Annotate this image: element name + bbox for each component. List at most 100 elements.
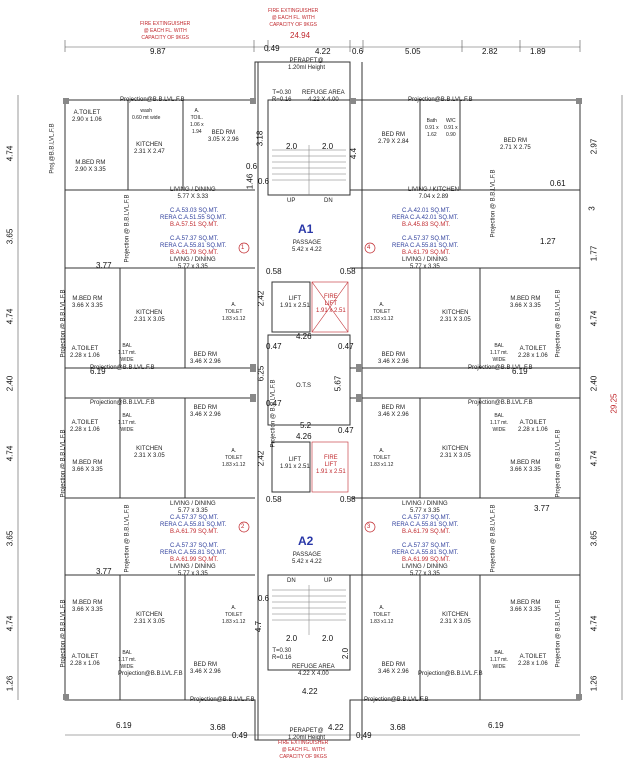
unit4-carpet-area: C.A.42.01 SQ.MT. — [402, 208, 451, 214]
room-balcony-4: BAL 1.17 mt. WIDE — [490, 413, 509, 433]
right-dim-9: 1.26 — [589, 675, 599, 692]
dim-0-61: 0.61 — [550, 179, 566, 188]
room-balcony-3: BAL 1.17 mt. WIDE — [118, 413, 137, 433]
bottom-dim-3: 0.49 — [232, 731, 248, 740]
room-bed-top-right: BED RM 2.79 X 2.84 — [378, 132, 409, 145]
overall-width: 24.94 — [290, 31, 311, 40]
unit-a2-1-rera-area: RERA C.A.55.81 SQ.MT. — [160, 522, 227, 528]
ots-label: O.T.S — [296, 383, 312, 389]
room-a-toilet-1: A.TOILET 2.28 x 1.06 — [70, 346, 100, 359]
dim-0-47b: 0.47 — [338, 342, 354, 351]
right-dim-1: 2.97 — [589, 138, 599, 155]
room-a-toilet-6: A.TOILET 2.28 x 1.06 — [518, 654, 548, 667]
bottom-dim-6: 3.68 — [390, 723, 406, 732]
overall-height: 29.25 — [609, 393, 619, 414]
room-a-toilet-top-left: A.TOILET 2.90 x 1.06 — [72, 110, 102, 123]
room-living-top-right: LIVING / KITCHEN 7.04 x 2.89 — [408, 187, 460, 200]
dim-2-0c: 2.0 — [286, 634, 298, 643]
projection-right-mid-2: Projection @ B.B.LVL.F.B — [555, 429, 562, 498]
dim-6-19a: 6.19 — [90, 367, 106, 376]
dim-5-67: 5.67 — [333, 375, 343, 392]
room-bed-top-right-2: BED RM 2.71 X 2.75 — [500, 138, 531, 151]
room-kitchen-4: KITCHEN 2.31 X 3.05 — [440, 446, 471, 459]
dim-1-27: 1.27 — [540, 237, 556, 246]
unit-a2-3-built-area: B.A.61.99 SQ.MT. — [402, 557, 451, 563]
right-dim-3: 1.77 — [589, 245, 599, 262]
projection-left-mid-1: Projection @ B.B.LVL.F.B — [60, 289, 67, 358]
bottom-dim-5: 0.49 — [356, 731, 372, 740]
bottom-dim-4: 4.22 — [328, 723, 344, 732]
dim-5-2: 5.2 — [300, 421, 312, 430]
bottom-dim-7: 6.19 — [488, 721, 504, 730]
room-a-toilet-3: A.TOILET 2.28 x 1.06 — [70, 420, 100, 433]
room-balcony-2: BAL 1.17 mt. WIDE — [490, 343, 509, 363]
room-bed-1: BED RM 3.46 X 2.96 — [190, 352, 221, 365]
room-master-bed-top-left: M.BED RM 2.90 X 3.35 — [75, 160, 106, 173]
refuge-area-top: REFUGE AREA 4.22 X 4.00 — [302, 90, 345, 103]
projection-bottom-left: Projection@B.B.LVL.F.B — [118, 671, 183, 677]
top-dim-6: 2.82 — [482, 47, 498, 56]
dim-3-18: 3.18 — [255, 130, 265, 147]
right-dim-7: 3.65 — [589, 530, 599, 547]
projection-left-top: Proj.@B.B.LVL.F.B — [49, 123, 56, 174]
unit2-rera-area: RERA C.A.55.81 SQ.MT. — [160, 243, 227, 249]
room-wash: wash 0.60 mt wide — [132, 108, 161, 121]
dim-0-6b: 0.6 — [258, 177, 270, 186]
projection-bottom-left-2: Projection@B.B.LVL.F.B — [190, 697, 255, 703]
unit-a2-3-rera-area: RERA C.A.55.81 SQ.MT. — [392, 550, 459, 556]
unit1-carpet-area: C.A.53.03 SQ.MT. — [170, 208, 219, 214]
room-balcony-5: BAL 1.17 mt. WIDE — [118, 650, 137, 670]
dim-2-0e: 2.0 — [341, 647, 351, 660]
room-living-dining-a2-1: LIVING / DINING 5.77 x 3.35 — [170, 501, 216, 514]
stair-up-label-2: UP — [324, 578, 333, 584]
dim-4-26a: 4.26 — [296, 332, 312, 341]
passage-bottom: PASSAGE 5.42 x 4.22 — [292, 552, 322, 565]
room-living-2: LIVING / DINING 5.77 x 3.35 — [170, 257, 216, 270]
projection-right-bottom: Projection @ B.B.LVL.F.B — [555, 599, 562, 668]
room-bath: Bath 0.91 x 1.62 — [425, 118, 439, 138]
unit-number-2: 2 — [241, 524, 245, 530]
wing-a1-label: A1 — [298, 222, 314, 236]
room-living-top-left: LIVING / DINING 5.77 X 3.33 — [170, 187, 216, 200]
left-dim-8: 1.26 — [5, 675, 15, 692]
unit2-carpet-area: C.A.57.37 SQ.MT. — [170, 236, 219, 242]
unit1-built-area: B.A.57.51 SQ.MT. — [170, 222, 219, 228]
right-dim-5: 2.40 — [589, 375, 599, 392]
unit-number-4: 4 — [367, 245, 371, 251]
lift-top: LIFT 1.91 x 2.51 — [280, 296, 310, 309]
room-a-toilet-small-2: A. TOILET 1.83 x1.12 — [370, 302, 394, 322]
room-bed-3: BED RM 3.46 X 2.96 — [190, 405, 221, 418]
dim-0-6a: 0.6 — [246, 162, 258, 171]
top-dim-4: 0.6 — [352, 47, 364, 56]
dim-0-58a: 0.58 — [266, 267, 282, 276]
unit-a2-2-carpet-area: C.A.57.37 SQ.MT. — [170, 543, 219, 549]
stair-down-label-2: DN — [287, 578, 296, 584]
fire-lift-top: FIRE LIFT 1.91 x 2.51 — [316, 294, 346, 314]
right-dim-6: 4.74 — [589, 450, 599, 467]
unit-number-1: 1 — [241, 245, 245, 251]
room-wc: W/C 0.91 x 0.90 — [444, 118, 458, 138]
projection-bottom-right-2: Projection@B.B.LVL.F.B — [364, 697, 429, 703]
room-bed-top-left: BED RM 3.05 X 2.96 — [208, 130, 239, 143]
projection-mid-left-2: Projection@B.B.LVL.F.B — [90, 400, 155, 406]
left-dim-2: 3.65 — [5, 228, 15, 245]
unit-a2-3-carpet-area: C.A.57.37 SQ.MT. — [402, 543, 451, 549]
projection-left-unit1: Projection @ B.B.LVL.F.B — [124, 194, 131, 263]
dim-4-22b: 4.22 — [302, 687, 318, 696]
room-a-toilet-small-1: A. TOILET 1.83 x1.12 — [222, 302, 246, 322]
left-dim-4: 2.40 — [5, 375, 15, 392]
fire-lift-bottom: FIRE LIFT 1.91 x 2.51 — [316, 455, 346, 475]
room-bed-2: BED RM 3.46 X 2.96 — [378, 352, 409, 365]
unit-a2-4-carpet-area: C.A.57.37 SQ.MT. — [402, 515, 451, 521]
left-dim-5: 4.74 — [5, 445, 15, 462]
room-balcony-6: BAL 1.17 mt. WIDE — [490, 650, 509, 670]
passage-top: PASSAGE 5.42 x 4.22 — [292, 240, 322, 253]
fire-note-top-left: FIRE EXTINGUISHER @ EACH FL. WITH CAPACI… — [140, 21, 191, 41]
room-a-toilet-5: A.TOILET 2.28 x 1.06 — [70, 654, 100, 667]
dim-0-58c: 0.58 — [266, 495, 282, 504]
left-dim-7: 4.74 — [5, 615, 15, 632]
unit-number-3: 3 — [367, 524, 371, 530]
top-dim-7: 1.89 — [530, 47, 546, 56]
bottom-dim-2: 3.68 — [210, 723, 226, 732]
